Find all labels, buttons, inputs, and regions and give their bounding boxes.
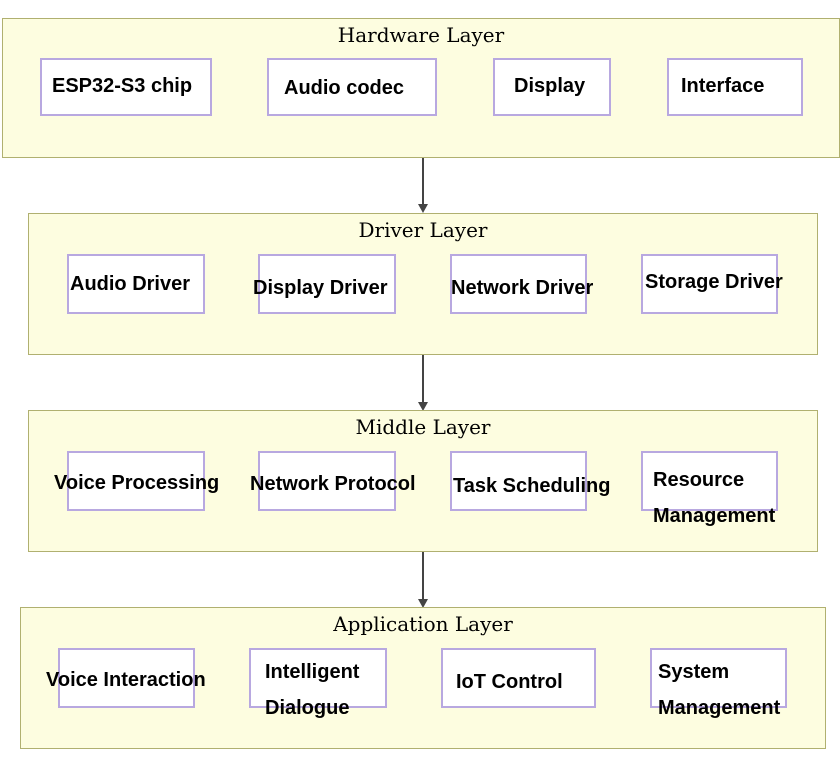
module-interface — [667, 58, 803, 116]
module-task-scheduling — [450, 451, 587, 511]
module-esp32-s3-chip — [40, 58, 212, 116]
arrow-hardware-to-driver-head — [418, 204, 428, 213]
module-audio-driver-label: Audio Driver — [70, 273, 191, 295]
module-display — [493, 58, 611, 116]
module-display-driver-label: Display Driver — [253, 277, 388, 299]
application-layer-title: Application Layer — [333, 612, 513, 636]
module-interface-label: Interface — [681, 75, 765, 97]
module-network-driver-label: Network Driver — [451, 277, 594, 299]
module-voice-processing-label: Voice Processing — [54, 472, 220, 494]
module-audio-driver — [67, 254, 205, 314]
module-storage-driver-label: Storage Driver — [645, 271, 783, 293]
module-resource-management-label: Resource Management — [653, 469, 776, 527]
module-storage-driver — [641, 254, 778, 314]
arrow-driver-to-middle-line — [422, 355, 424, 403]
module-display-label: Display — [514, 75, 586, 97]
module-voice-processing — [67, 451, 205, 511]
driver-layer-title: Driver Layer — [358, 218, 488, 242]
module-network-protocol-label: Network Protocol — [250, 473, 416, 495]
module-iot-control-label: IoT Control — [456, 671, 563, 693]
module-audio-codec — [267, 58, 437, 116]
module-resource-management — [641, 451, 778, 511]
module-display-driver — [258, 254, 396, 314]
module-iot-control — [441, 648, 596, 708]
arrow-driver-to-middle-head — [418, 402, 428, 411]
hardware-layer-title: Hardware Layer — [337, 23, 505, 47]
module-intelligent-dialogue — [249, 648, 387, 708]
module-voice-interaction-label: Voice Interaction — [46, 669, 206, 691]
arrow-hardware-to-driver-line — [422, 158, 424, 205]
middle-layer-title: Middle Layer — [355, 415, 491, 439]
module-voice-interaction — [58, 648, 195, 708]
arrow-middle-to-application-line — [422, 552, 424, 600]
module-system-management — [650, 648, 787, 708]
arrow-middle-to-application-head — [418, 599, 428, 608]
module-intelligent-dialogue-label: Intelligent Dialogue — [265, 661, 360, 719]
module-network-driver — [450, 254, 587, 314]
module-system-management-label: System Management — [658, 661, 781, 719]
module-audio-codec-label: Audio codec — [284, 77, 405, 99]
module-task-scheduling-label: Task Scheduling — [453, 475, 611, 497]
module-network-protocol — [258, 451, 396, 511]
module-esp32-s3-chip-label: ESP32-S3 chip — [52, 75, 193, 97]
